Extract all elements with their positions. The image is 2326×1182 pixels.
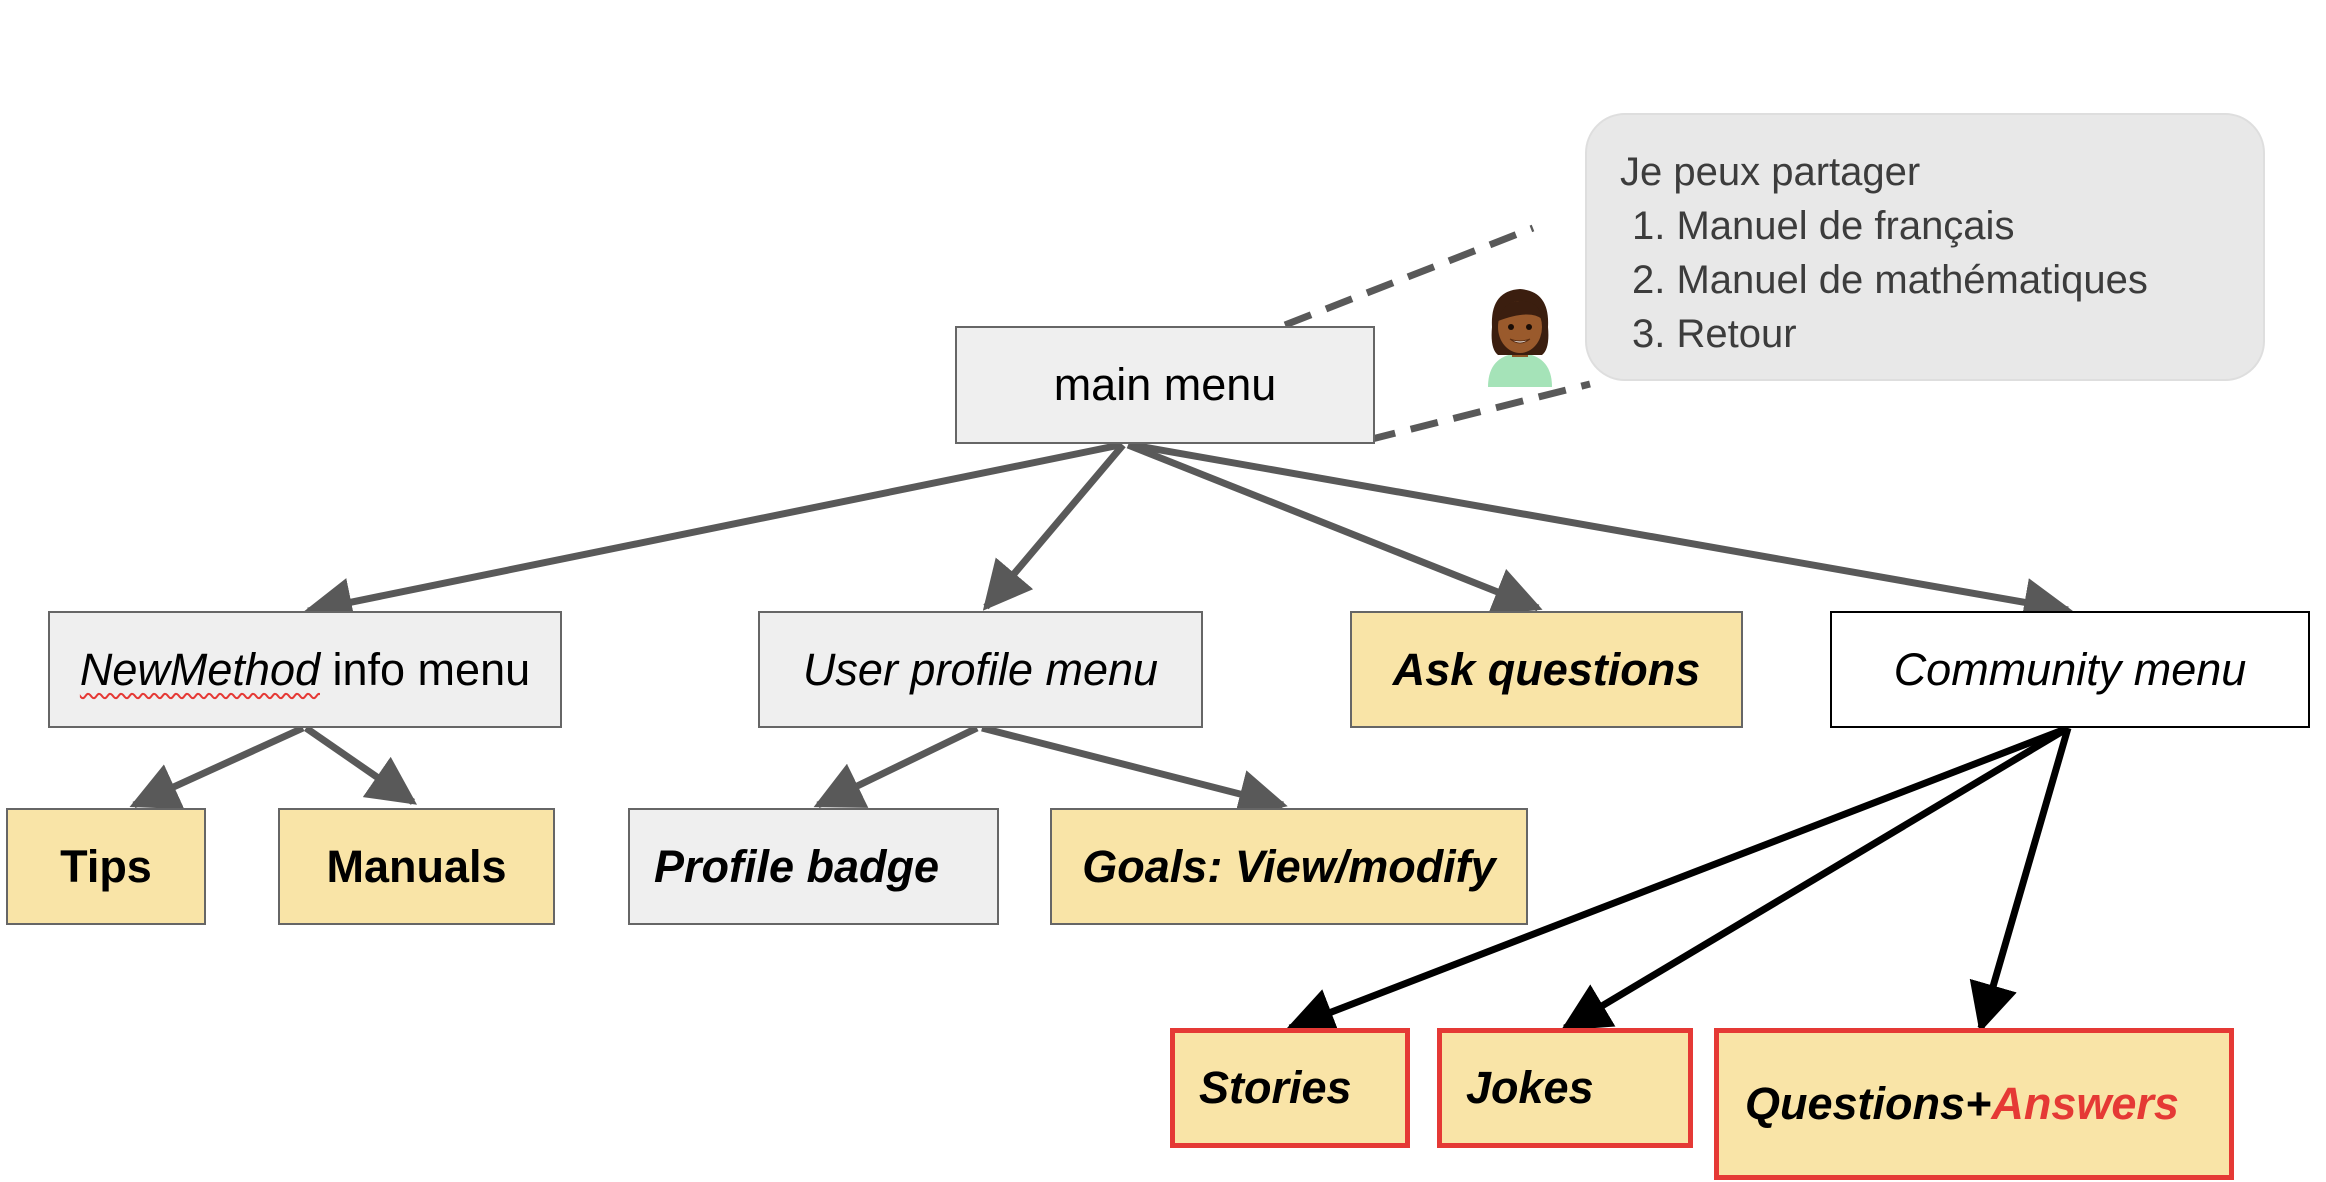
goals-node: Goals: View/modify	[1050, 808, 1528, 925]
answers-accent: Answers	[1991, 1078, 2179, 1129]
stories-label: Stories	[1199, 1062, 1352, 1113]
manuals-node: Manuals	[278, 808, 555, 925]
ask-questions-node: Ask questions	[1350, 611, 1743, 728]
edge-community-to-qa	[1969, 727, 2072, 1033]
newmethod-suffix: info menu	[320, 643, 531, 695]
edge-main-to-newmethod	[303, 441, 1121, 627]
edge-main-to-user-profile	[982, 442, 1126, 611]
edge-community-to-stories	[1285, 724, 2070, 1035]
stories-node: Stories	[1170, 1028, 1410, 1148]
edge-main-to-community	[1131, 441, 2073, 627]
jokes-node: Jokes	[1437, 1028, 1693, 1148]
edge-user-profile-to-badge	[813, 724, 979, 809]
community-menu-label: Community menu	[1893, 643, 2247, 695]
tips-label: Tips	[60, 840, 152, 892]
edge-main-to-ask-questions	[1126, 441, 1543, 615]
speech-bubble-item: 2. Manuel de mathématiques	[1632, 258, 2148, 302]
edge-user-profile-to-goals	[981, 724, 1288, 818]
manuals-label: Manuals	[326, 840, 507, 892]
callout-dashed-line	[1283, 224, 1535, 329]
callout-dashed-line	[1367, 380, 1591, 444]
jokes-label: Jokes	[1466, 1062, 1594, 1113]
tips-node: Tips	[6, 808, 206, 925]
profile-badge-node: Profile badge	[628, 808, 999, 925]
user-profile-menu-node: User profile menu	[758, 611, 1203, 728]
questions-answers-node: Questions+Answers	[1714, 1028, 2234, 1180]
newmethod-name: NewMethod	[79, 643, 320, 695]
speech-bubble-intro: Je peux partager	[1620, 150, 1921, 194]
questions-prefix: Questions+	[1745, 1078, 1992, 1129]
edge-community-to-jokes	[1560, 724, 2070, 1032]
speech-bubble: Je peux partager 1. Manuel de français 2…	[1585, 113, 2265, 381]
woman-face-emoji-icon	[1488, 289, 1552, 387]
ask-questions-label: Ask questions	[1392, 643, 1701, 695]
speech-bubble-item: 1. Manuel de français	[1632, 204, 2015, 248]
newmethod-info-menu-label: NewMethod info menu	[80, 644, 530, 696]
profile-badge-label: Profile badge	[654, 840, 940, 892]
community-menu-node: Community menu	[1830, 611, 2310, 728]
user-profile-menu-label: User profile menu	[802, 643, 1159, 695]
edge-newmethod-to-tips	[129, 724, 305, 810]
goals-label: Goals: View/modify	[1082, 840, 1496, 892]
main-menu-label: main menu	[1053, 359, 1277, 410]
main-menu-node: main menu	[955, 326, 1375, 444]
questions-answers-label: Questions+Answers	[1745, 1078, 2179, 1130]
edge-newmethod-to-manuals	[304, 725, 418, 805]
newmethod-info-menu-node: NewMethod info menu	[48, 611, 562, 728]
speech-bubble-item: 3. Retour	[1632, 312, 1797, 356]
